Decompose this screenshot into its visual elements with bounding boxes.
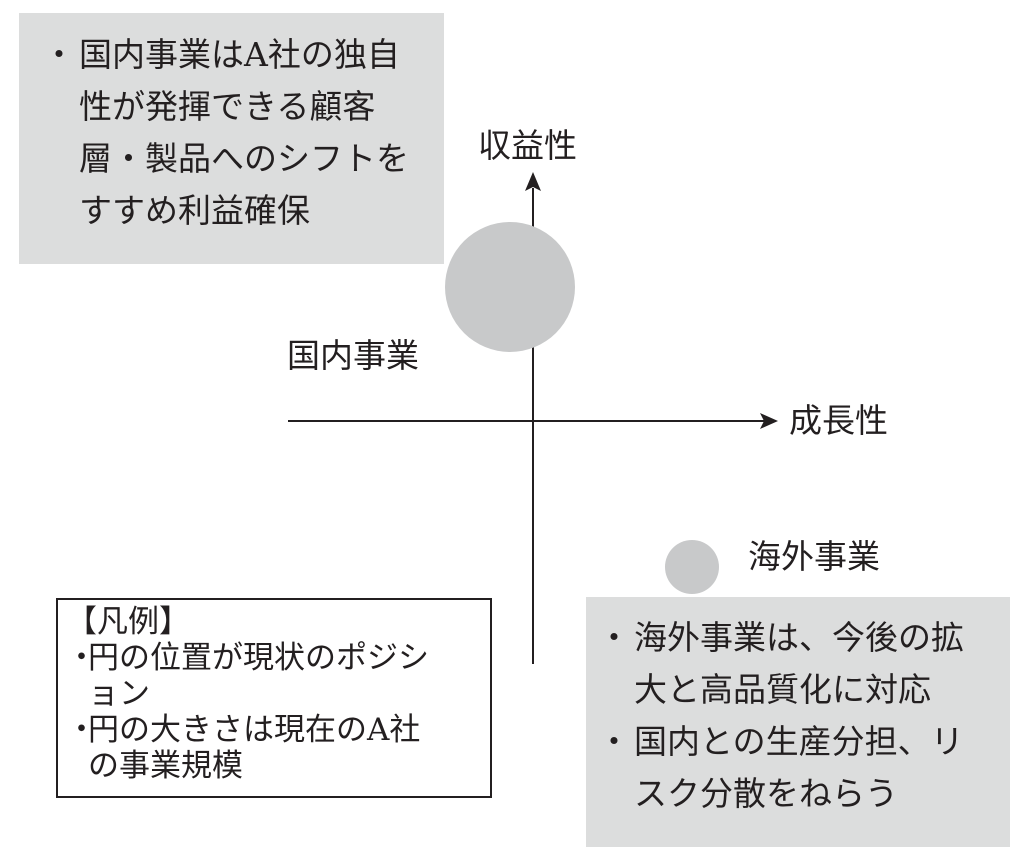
bullet-mark: ・ bbox=[66, 640, 97, 676]
bullet-mark: ・ bbox=[42, 35, 76, 74]
note-line: 層・製品へのシフトを bbox=[79, 139, 409, 178]
legend-line: 円の位置が現状のポジシ bbox=[88, 640, 429, 676]
note-line: 海外事業は、今後の拡 bbox=[634, 618, 964, 657]
legend-item: ・ 円の大きさは現在のA社 の事業規模 bbox=[66, 712, 482, 784]
overseas-note-text: 海外事業は、今後の拡 大と高品質化に対応 bbox=[634, 612, 1002, 716]
bullet-mark: ・ bbox=[66, 712, 97, 748]
y-axis-label: 収益性 bbox=[478, 126, 577, 165]
legend-line: の事業規模 bbox=[88, 748, 243, 784]
legend-title: 【凡例】 bbox=[66, 604, 190, 640]
note-line: すすめ利益確保 bbox=[79, 191, 310, 230]
legend-item-text: 円の大きさは現在のA社 の事業規模 bbox=[88, 712, 482, 784]
overseas-strategy-note: ・ 海外事業は、今後の拡 大と高品質化に対応 ・ 国内との生産分担、リ スク分散… bbox=[586, 597, 1010, 847]
y-axis-arrowhead bbox=[525, 172, 541, 191]
x-axis-arrowhead bbox=[760, 413, 778, 429]
note-line: 大と高品質化に対応 bbox=[634, 670, 931, 709]
note-line: 性が発揮できる顧客 bbox=[79, 87, 376, 126]
note-line: 国内との生産分担、リ bbox=[634, 722, 964, 761]
overseas-note-item: ・ 国内との生産分担、リ スク分散をねらう bbox=[594, 716, 1002, 820]
legend-item-text: 円の位置が現状のポジシ ョン bbox=[88, 640, 482, 712]
note-line: スク分散をねらう bbox=[634, 774, 898, 813]
overseas-business-label: 海外事業 bbox=[748, 537, 880, 576]
bullet-mark: ・ bbox=[597, 722, 631, 761]
overseas-business-circle bbox=[665, 540, 719, 594]
domestic-note-text: 国内事業はA社の独自 性が発揮できる顧客 層・製品へのシフトを すすめ利益確保 bbox=[79, 29, 434, 237]
x-axis-label: 成長性 bbox=[789, 401, 888, 440]
legend-item: ・ 円の位置が現状のポジシ ョン bbox=[66, 640, 482, 712]
bullet-mark: ・ bbox=[597, 618, 631, 657]
domestic-note-item: ・ 国内事業はA社の独自 性が発揮できる顧客 層・製品へのシフトを すすめ利益確… bbox=[39, 29, 434, 237]
overseas-note-text: 国内との生産分担、リ スク分散をねらう bbox=[634, 716, 1002, 820]
domestic-business-label: 国内事業 bbox=[287, 336, 419, 375]
legend-box: 【凡例】 ・ 円の位置が現状のポジシ ョン ・ 円の大きさは現在のA社 の事業規… bbox=[56, 598, 492, 798]
note-line: 国内事業はA社の独自 bbox=[79, 35, 400, 74]
overseas-note-item: ・ 海外事業は、今後の拡 大と高品質化に対応 bbox=[594, 612, 1002, 716]
domestic-strategy-note: ・ 国内事業はA社の独自 性が発揮できる顧客 層・製品へのシフトを すすめ利益確… bbox=[19, 13, 444, 264]
legend-line: ョン bbox=[88, 676, 150, 712]
legend-line: 円の大きさは現在のA社 bbox=[88, 712, 421, 748]
domestic-business-circle bbox=[445, 222, 575, 352]
